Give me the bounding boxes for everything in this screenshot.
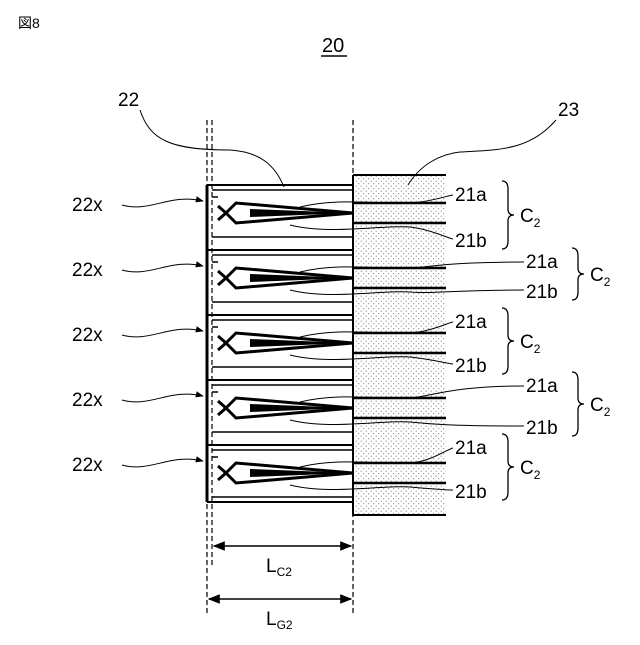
label-c2-2-main: C (590, 265, 604, 286)
label-c2-5-sub: 2 (534, 468, 541, 482)
label-22x-3: 22x (72, 325, 103, 346)
dimension-lc2-label: LC2 (266, 556, 292, 579)
label-c2-4-main: C (590, 395, 604, 416)
label-22x-2: 22x (72, 260, 103, 281)
label-21b-2: 21b (526, 282, 558, 303)
label-22: 22 (118, 90, 139, 111)
label-21b-5: 21b (455, 482, 487, 503)
label-c2-1-sub: 2 (534, 216, 541, 230)
dimension-lg2: LG2 (209, 599, 351, 632)
arrow-22x-4 (122, 394, 203, 402)
label-21a-2: 21a (526, 252, 558, 273)
label-23: 23 (558, 100, 579, 121)
figure-number: 20 (322, 35, 344, 57)
label-21b-3: 21b (455, 356, 487, 377)
label-21a-4: 21a (526, 376, 558, 397)
brace-c2-2 (572, 248, 584, 300)
brace-c2-3 (502, 308, 514, 374)
label-22x-1: 22x (72, 195, 103, 216)
dimension-lc2-sub: C2 (277, 565, 293, 579)
dimension-lc2-main: L (266, 556, 277, 577)
dimension-lg2-main: L (266, 609, 277, 630)
brace-c2-4 (572, 372, 584, 436)
figure-label: 図8 (18, 15, 40, 31)
label-22x-4: 22x (72, 390, 103, 411)
label-c2-5-main: C (520, 458, 534, 479)
label-21b-1: 21b (455, 231, 487, 252)
label-c2-1-main: C (520, 206, 534, 227)
label-c2-2: C2 (590, 265, 611, 289)
arrow-22x-2 (122, 264, 203, 272)
label-21b-4: 21b (526, 418, 558, 439)
label-c2-2-sub: 2 (604, 275, 611, 289)
label-21a-5: 21a (455, 438, 487, 459)
label-c2-1: C2 (520, 206, 541, 230)
dimension-lg2-sub: G2 (277, 618, 293, 632)
arrow-22x-1 (122, 199, 203, 207)
label-c2-3: C2 (520, 332, 541, 356)
label-22x-5: 22x (72, 455, 103, 476)
arrow-22x-3 (122, 329, 203, 337)
brace-c2-1 (502, 181, 514, 249)
label-c2-5: C2 (520, 458, 541, 482)
label-c2-3-sub: 2 (534, 342, 541, 356)
arrow-22x-5 (122, 459, 203, 467)
label-21a-3: 21a (455, 312, 487, 333)
dimension-lg2-label: LG2 (266, 609, 293, 632)
label-c2-3-main: C (520, 332, 534, 353)
brace-c2-5 (502, 434, 514, 500)
label-c2-4-sub: 2 (604, 405, 611, 419)
dimension-lc2: LC2 (214, 546, 351, 579)
label-21a-1: 21a (455, 185, 487, 206)
label-c2-4: C2 (590, 395, 611, 419)
